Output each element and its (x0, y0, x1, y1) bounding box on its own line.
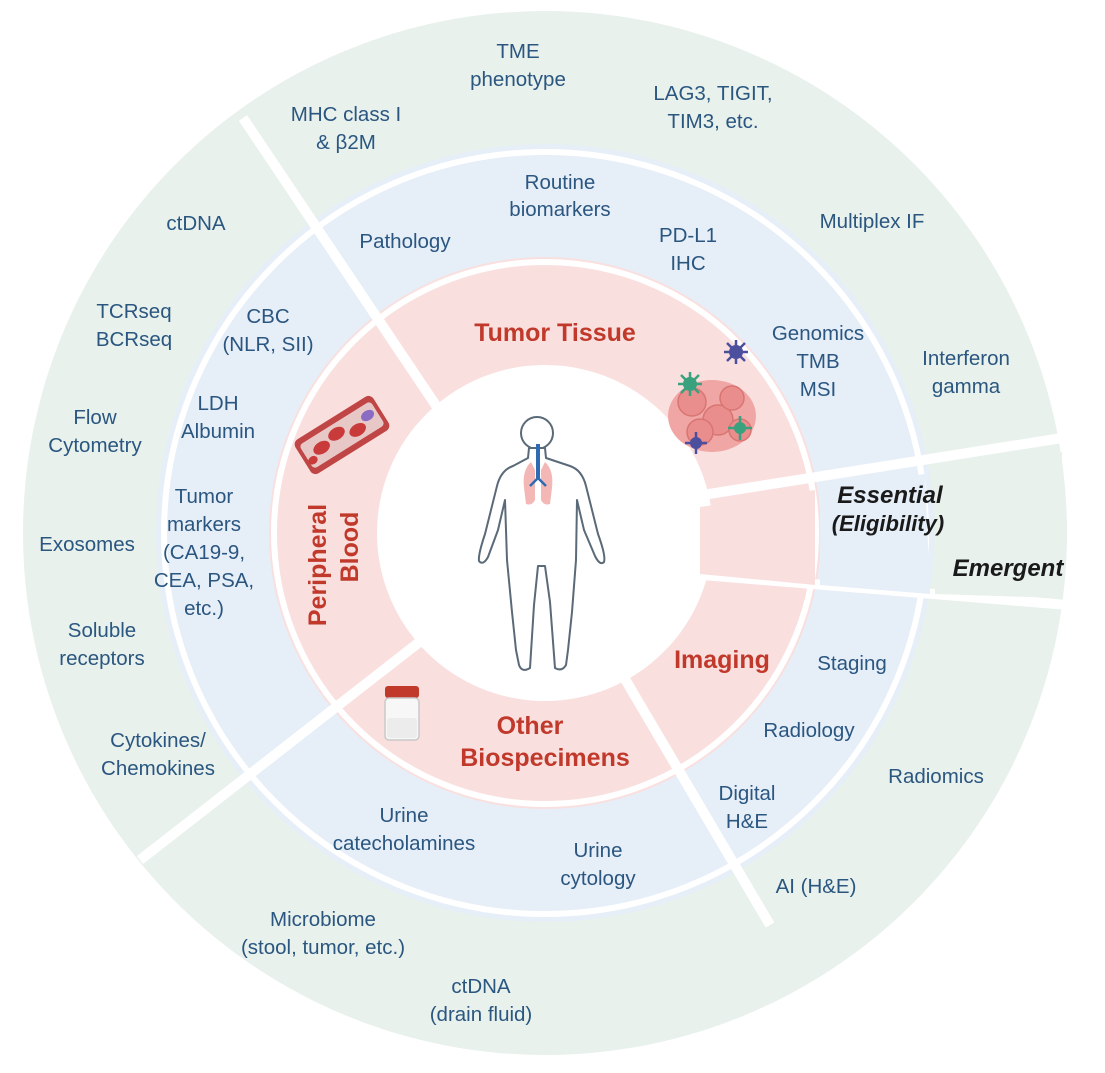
divider-other-blood (136, 636, 426, 864)
label-lag3-2: TIM3, etc. (667, 110, 758, 133)
label-ldh-2: Albumin (181, 420, 255, 443)
label-tm-2: markers (167, 513, 241, 536)
label-radiology: Radiology (763, 719, 855, 742)
label-lag3-1: LAG3, TIGIT, (653, 82, 772, 105)
label-tm-5: etc.) (184, 597, 224, 620)
peripheral-blood-outer: ctDNA TCRseq BCRseq Flow Cytometry Exoso… (39, 212, 226, 780)
label-tm-3: (CA19-9, (163, 541, 245, 564)
label-tme-1: TME (496, 40, 539, 63)
label-tme-2: phenotype (470, 68, 566, 91)
label-genomics-1: Genomics (772, 322, 864, 345)
category-tumor-tissue: Tumor Tissue (474, 319, 636, 347)
other-biospecimens-labels: Urine catecholamines Urine cytology Micr… (241, 804, 636, 1026)
human-body-icon (477, 416, 606, 671)
label-staging: Staging (817, 652, 887, 675)
tumor-tissue-middle: Pathology Routine biomarkers PD-L1 IHC G… (359, 171, 864, 401)
label-cbc-1: CBC (246, 305, 289, 328)
label-urine-cytology-1: Urine (574, 839, 623, 862)
label-catecholamines-1: Urine (380, 804, 429, 827)
ring-separator-inner (271, 259, 819, 807)
label-tm-4: CEA, PSA, (154, 569, 254, 592)
label-cbc-2: (NLR, SII) (222, 333, 313, 356)
label-microbiome-1: Microbiome (270, 908, 376, 931)
category-other-line2: Biospecimens (460, 744, 630, 772)
label-ifn-1: Interferon (922, 347, 1010, 370)
label-cyto-2: Chemokines (101, 757, 215, 780)
label-soluble-2: receptors (59, 647, 144, 670)
category-peripheral-line1: Peripheral (304, 504, 332, 626)
label-pathology: Pathology (359, 230, 451, 253)
label-ldh-1: LDH (197, 392, 238, 415)
label-mhc-2: & β2M (316, 131, 376, 154)
peripheral-blood-middle: CBC (NLR, SII) LDH Albumin Tumor markers… (154, 305, 314, 620)
label-tcr-2: BCRseq (96, 328, 172, 351)
label-routine-2: biomarkers (509, 198, 610, 221)
divider-tissue-blood (238, 115, 444, 413)
specimen-jar-icon (384, 686, 420, 741)
label-genomics-3: MSI (800, 378, 836, 401)
label-pdl1-2: IHC (670, 252, 706, 275)
label-radiomics: Radiomics (888, 765, 984, 788)
label-digital-2: H&E (726, 810, 768, 833)
blood-vessel-icon (294, 395, 390, 475)
legend-essential-wedge (700, 490, 815, 585)
label-routine-1: Routine (525, 171, 596, 194)
divider-tissue-legend (689, 432, 1069, 502)
label-multiplex: Multiplex IF (820, 210, 925, 233)
legend-emergent: Emergent (953, 555, 1065, 582)
label-mhc-1: MHC class I (291, 103, 401, 126)
divider-imaging-other (617, 671, 775, 928)
label-ai: AI (H&E) (776, 875, 857, 898)
label-catecholamines-2: catecholamines (333, 832, 475, 855)
category-other-line1: Other (497, 712, 564, 740)
label-ctdna: ctDNA (166, 212, 226, 235)
label-genomics-2: TMB (796, 350, 839, 373)
legend-wedge: Essential (Eligibility) Emergent (700, 452, 1064, 598)
label-flow-1: Flow (73, 406, 116, 429)
legend-outer-wedge (933, 452, 1062, 598)
label-urine-cytology-2: cytology (560, 867, 636, 890)
legend-essential-line2: (Eligibility) (832, 511, 944, 536)
tumor-tissue-outer: MHC class I & β2M TME phenotype LAG3, TI… (291, 40, 1010, 398)
label-flow-2: Cytometry (48, 434, 142, 457)
label-ifn-2: gamma (932, 375, 1001, 398)
label-pdl1-1: PD-L1 (659, 224, 717, 247)
label-microbiome-2: (stool, tumor, etc.) (241, 936, 405, 959)
label-tcr-1: TCRseq (96, 300, 171, 323)
label-digital-1: Digital (719, 782, 776, 805)
label-soluble-1: Soluble (68, 619, 136, 642)
tumor-cells-icon (668, 340, 756, 454)
label-cyto-1: Cytokines/ (110, 729, 206, 752)
label-exosomes: Exosomes (39, 533, 135, 556)
imaging-labels: Staging Radiology Digital H&E Radiomics … (719, 652, 984, 898)
label-tm-1: Tumor (175, 485, 234, 508)
category-peripheral-line2: Blood (336, 512, 364, 583)
legend-essential-line1: Essential (837, 482, 944, 509)
category-imaging: Imaging (674, 646, 770, 674)
label-drain-ctdna-2: (drain fluid) (430, 1003, 533, 1026)
legend-emergent-wedge (820, 474, 930, 594)
label-drain-ctdna-1: ctDNA (451, 975, 511, 998)
